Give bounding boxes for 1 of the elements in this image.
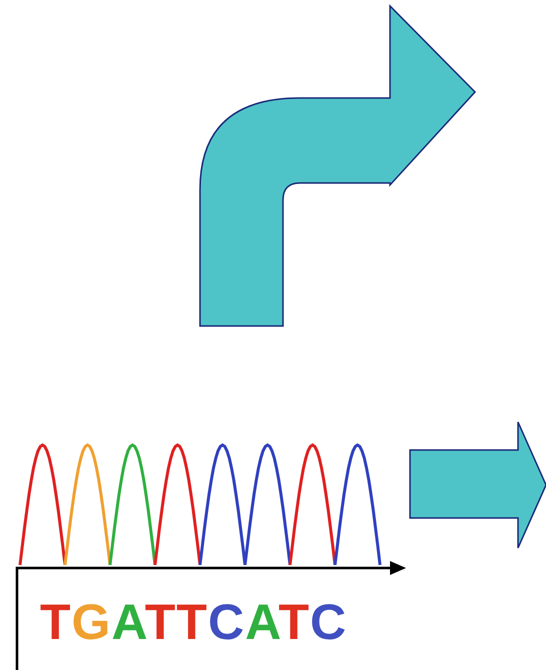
sequence-text: TGATTCATC — [40, 593, 348, 652]
